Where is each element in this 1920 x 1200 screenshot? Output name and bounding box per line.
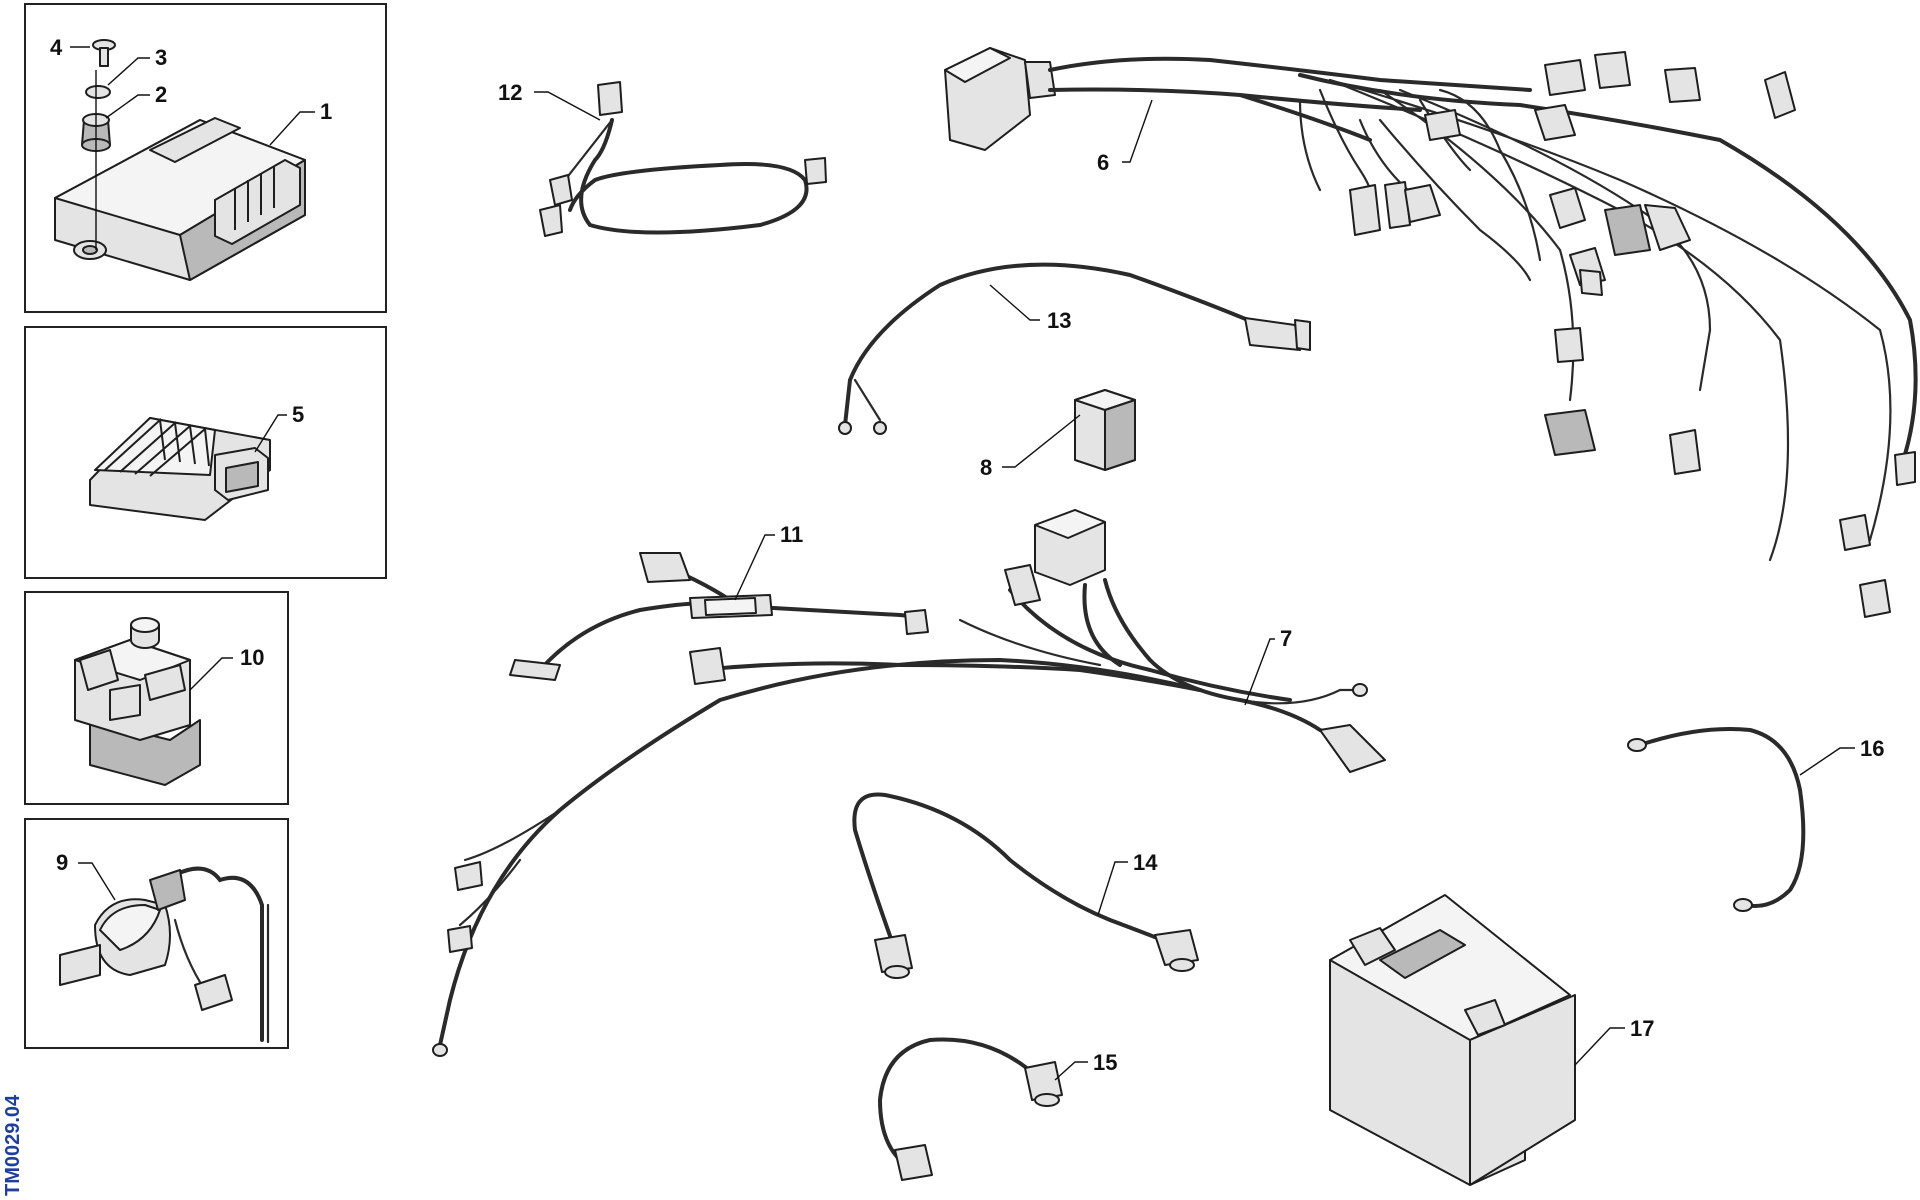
- main-harness-6: [944, 47, 1918, 618]
- leader-16: [1799, 747, 1855, 776]
- leader-12: [534, 91, 601, 121]
- callout-16: 16: [1860, 736, 1884, 761]
- screw: [92, 39, 116, 67]
- leader-2: [105, 94, 150, 119]
- inset-box-coil: [24, 818, 289, 1049]
- relay-cube-8: [1074, 389, 1136, 471]
- leader-3: [107, 57, 150, 86]
- leader-17: [1574, 1027, 1625, 1066]
- sensor-wire-13: [838, 262, 1311, 435]
- callout-12: 12: [498, 80, 522, 105]
- callout-8: 8: [980, 455, 992, 480]
- leader-15: [1054, 1061, 1088, 1081]
- voltage-regulator: [89, 417, 271, 521]
- callout-14: 14: [1133, 850, 1158, 875]
- harness-7: [432, 509, 1386, 1057]
- callout-11: 11: [780, 522, 803, 547]
- harness-12: [539, 81, 827, 237]
- inset-box-ecu: [24, 3, 387, 313]
- leader-9: [78, 862, 116, 901]
- leader-10: [189, 657, 233, 691]
- callout-2: 2: [155, 82, 167, 107]
- leader-1: [269, 111, 315, 146]
- callout-3: 3: [155, 45, 167, 70]
- callout-6: 6: [1097, 150, 1109, 175]
- ecu-unit: [54, 117, 306, 281]
- callout-7: 7: [1280, 626, 1292, 651]
- callout-10: 10: [240, 645, 264, 670]
- fuse-lead-11: [509, 552, 929, 681]
- drawing-reference-code: TM0029.04: [2, 1094, 24, 1196]
- leader-6: [1122, 99, 1153, 163]
- inset-box-regulator: [24, 326, 387, 579]
- leader-11: [734, 534, 775, 601]
- inset-box-relay: [24, 591, 289, 805]
- callout-5: 5: [292, 402, 304, 427]
- callout-17: 17: [1630, 1016, 1654, 1041]
- leader-8: [1002, 414, 1081, 468]
- callout-15: 15: [1093, 1050, 1117, 1075]
- leader-5: [254, 414, 287, 453]
- leader-14: [1097, 861, 1128, 916]
- battery-cable-14: [852, 792, 1199, 979]
- ignition-coil: [59, 866, 270, 1044]
- battery-17: [1329, 894, 1576, 1186]
- washer: [85, 85, 111, 99]
- starter-relay: [74, 617, 201, 786]
- leader-13: [989, 284, 1040, 321]
- callout-4: 4: [50, 35, 63, 60]
- callout-1: 1: [320, 99, 332, 124]
- callout-13: 13: [1047, 308, 1071, 333]
- ground-strap-16: [1627, 727, 1806, 912]
- leader-7: [1244, 638, 1275, 706]
- callout-9: 9: [56, 850, 68, 875]
- battery-cable-15: [877, 1037, 1063, 1181]
